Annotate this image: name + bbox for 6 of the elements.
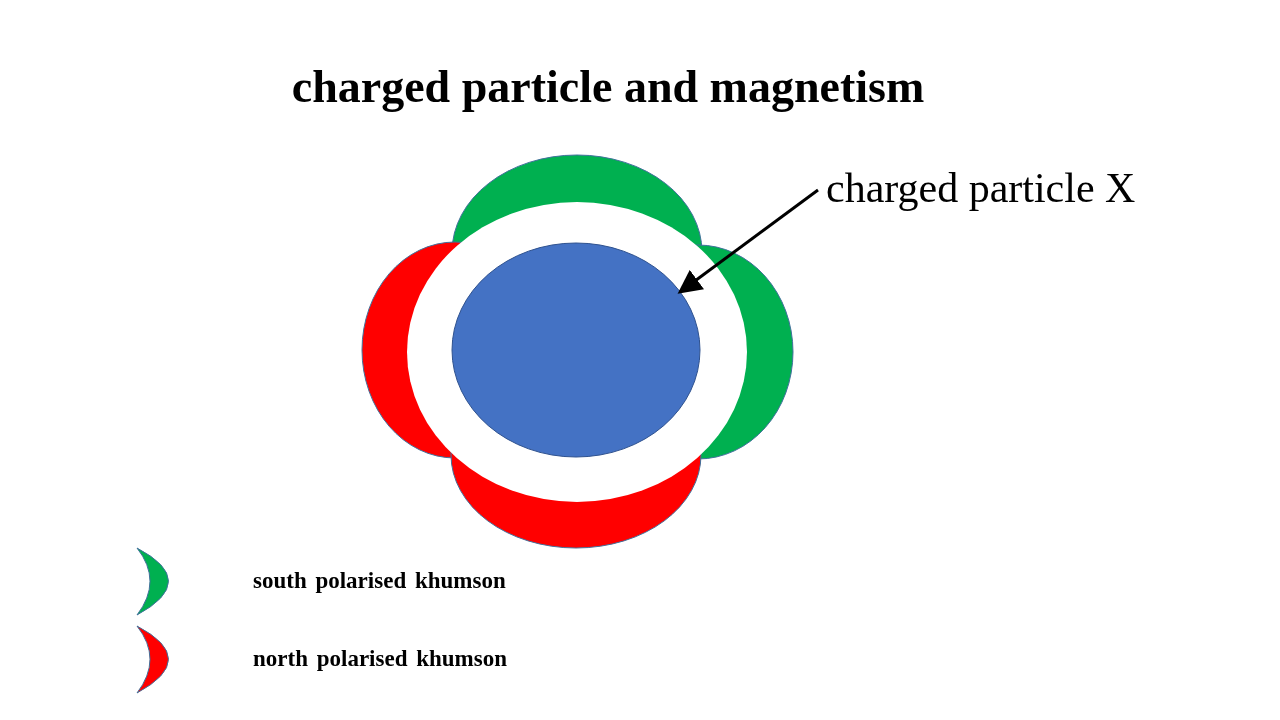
node-label: charged particle X: [826, 164, 1136, 212]
legend-label: north polarised khumson: [253, 646, 507, 672]
legend-label: south polarised khumson: [253, 568, 506, 594]
particle-ellipse: [451, 242, 701, 458]
title: charged particle and magnetism: [290, 60, 926, 113]
arrow: [677, 188, 819, 294]
